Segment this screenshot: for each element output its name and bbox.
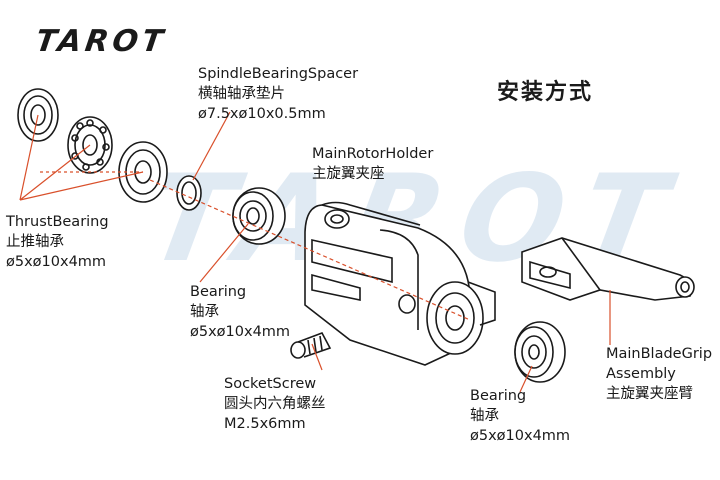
label-main-rotor-holder: MainRotorHolder 主旋翼夹座 — [312, 144, 433, 184]
label-main-rotor-holder-en: MainRotorHolder — [312, 146, 434, 162]
label-socket-screw-en: SocketScrew — [224, 376, 317, 392]
main-rotor-holder-body — [304, 201, 496, 366]
label-bearing-left-cn: 轴承 — [190, 304, 219, 320]
socket-screw — [290, 332, 332, 359]
label-socket-screw: SocketScrew 圆头内六角螺丝 M2.5x6mm — [224, 374, 326, 434]
label-blade-grip-cn: 主旋翼夹座臂 — [606, 386, 693, 402]
label-spindle-spacer-spec: ø7.5xø10x0.5mm — [198, 106, 326, 122]
label-spindle-spacer-cn: 横轴轴承垫片 — [198, 86, 285, 102]
label-main-rotor-holder-cn: 主旋翼夹座 — [312, 166, 385, 182]
label-bearing-left: Bearing 轴承 ø5xø10x4mm — [190, 282, 290, 342]
label-bearing-left-spec: ø5xø10x4mm — [190, 324, 291, 340]
label-thrust-bearing-spec: ø5xø10x4mm — [6, 254, 107, 270]
label-socket-screw-spec: M2.5x6mm — [224, 416, 306, 432]
label-spindle-spacer-en: SpindleBearingSpacer — [198, 66, 359, 82]
page-title: 安装方式 — [497, 80, 594, 105]
label-thrust-bearing-cn: 止推轴承 — [6, 234, 64, 250]
label-blade-grip-en: MainBladeGrip — [606, 346, 713, 362]
label-spindle-spacer: SpindleBearingSpacer 横轴轴承垫片 ø7.5xø10x0.5… — [198, 64, 358, 124]
bearing-left — [232, 187, 286, 245]
label-bearing-right-cn: 轴承 — [470, 408, 499, 424]
label-bearing-right-spec: ø5xø10x4mm — [470, 428, 571, 444]
blade-grip-arm — [521, 237, 695, 301]
spindle-spacer-ring — [176, 175, 202, 211]
label-thrust-bearing: ThrustBearing 止推轴承 ø5xø10x4mm — [6, 212, 109, 272]
label-bearing-left-en: Bearing — [190, 284, 247, 300]
label-blade-grip: MainBladeGrip Assembly 主旋翼夹座臂 — [606, 344, 712, 404]
label-bearing-right: Bearing 轴承 ø5xø10x4mm — [470, 386, 570, 446]
thrust-ball-cage — [67, 116, 113, 174]
tarot-logo: TAROT — [33, 24, 169, 59]
leader-lines — [19, 111, 611, 393]
label-blade-grip-en2: Assembly — [606, 366, 676, 382]
label-thrust-bearing-en: ThrustBearing — [6, 214, 109, 230]
label-socket-screw-cn: 圆头内六角螺丝 — [224, 396, 326, 412]
bearing-right — [514, 321, 566, 383]
label-bearing-right-en: Bearing — [470, 388, 527, 404]
